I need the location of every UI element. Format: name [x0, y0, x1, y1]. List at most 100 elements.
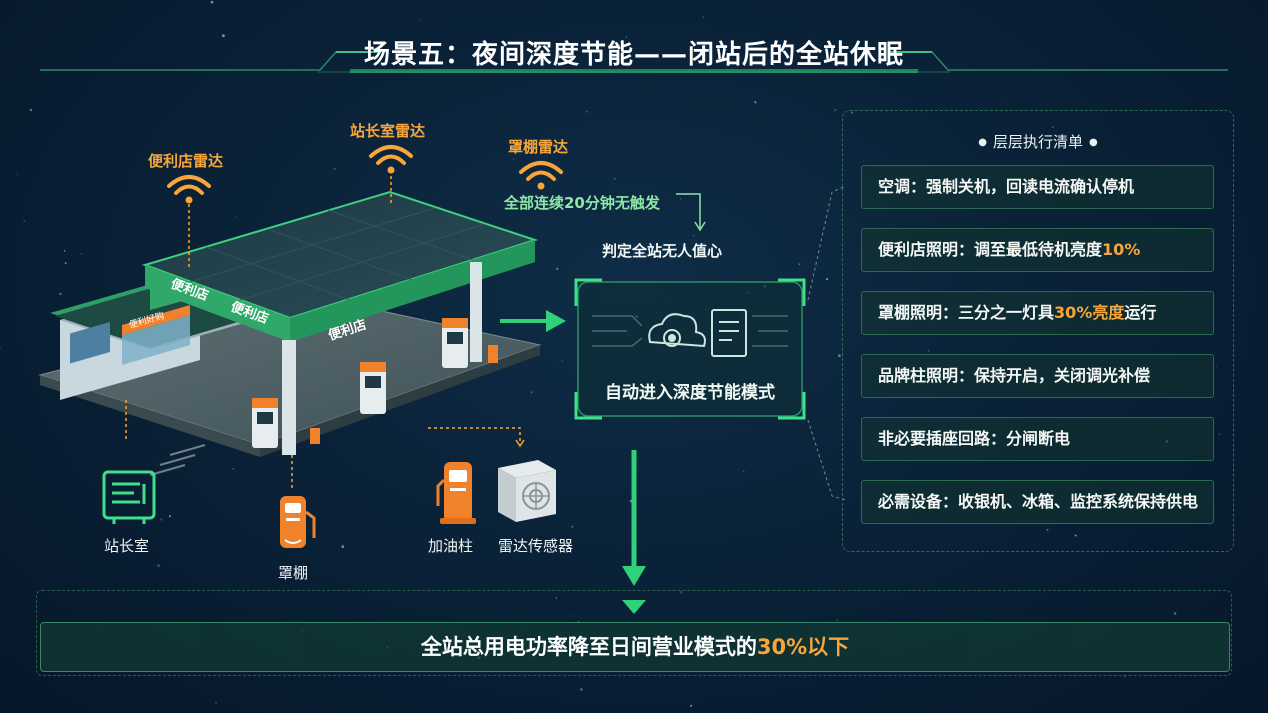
rule-text: 保持开启，关闭调光补偿	[974, 366, 1151, 385]
star	[333, 167, 337, 171]
office-radar-wifi-icon	[369, 145, 413, 174]
star	[168, 515, 171, 518]
rule-text: 强制关机，回读电流确认停机	[926, 177, 1135, 196]
rule-row: 便利店照明：调至最低待机亮度10%	[861, 228, 1214, 272]
star	[235, 216, 237, 218]
star	[585, 110, 588, 113]
rule-separator: ：	[910, 177, 927, 196]
star	[561, 360, 563, 362]
rule-separator: ：	[942, 492, 959, 511]
rule-name: 空调	[878, 177, 911, 196]
rule-separator: ：	[942, 303, 959, 322]
star	[341, 545, 345, 548]
star	[679, 198, 682, 200]
rule-separator: ：	[990, 429, 1007, 448]
rule-row: 品牌柱照明：保持开启，关闭调光补偿	[861, 354, 1214, 398]
star	[29, 108, 33, 112]
rule-row: 必需设备：收银机、冰箱、监控系统保持供电	[861, 480, 1214, 524]
office-label: 站长室	[104, 537, 150, 555]
star	[836, 619, 838, 621]
rule-name: 非必要插座回路	[878, 429, 991, 448]
star	[418, 19, 420, 21]
star	[693, 235, 695, 237]
star	[59, 292, 62, 296]
star	[215, 701, 217, 704]
star	[556, 267, 559, 270]
canopy-radar-wifi-icon	[519, 161, 563, 190]
panel-title-text: 层层执行清单	[992, 133, 1083, 151]
star	[555, 596, 558, 599]
office-radar-label: 站长室雷达	[350, 122, 426, 140]
star	[851, 111, 854, 114]
star	[928, 350, 930, 352]
star	[1074, 534, 1077, 537]
title-decoration	[40, 51, 1228, 73]
store-radar-label: 便利店雷达	[148, 152, 224, 170]
device-connector	[428, 427, 525, 448]
star	[157, 564, 160, 567]
star	[0, 346, 2, 349]
center-box-frame	[574, 278, 806, 420]
rule-name: 罩棚照明	[878, 303, 943, 322]
bottom-frame	[36, 590, 1232, 676]
rule-tail: 运行	[1124, 303, 1157, 322]
star	[1216, 366, 1218, 368]
star	[16, 174, 18, 176]
star	[834, 108, 837, 112]
star	[64, 262, 67, 265]
rule-name: 便利店照明	[878, 240, 959, 259]
star	[1173, 612, 1177, 615]
star	[773, 273, 775, 275]
rule-text: 分闸断电	[1006, 429, 1071, 448]
office-device-icon	[102, 470, 156, 524]
deep-energy-saving-box: 自动进入深度节能模式	[572, 276, 808, 422]
store-radar-wifi-icon	[167, 175, 211, 204]
star	[825, 277, 829, 281]
star	[221, 34, 225, 38]
star	[742, 470, 745, 473]
star	[213, 26, 215, 28]
trigger-condition-label: 全部连续20分钟无触发	[504, 194, 660, 212]
star	[702, 16, 704, 18]
star	[569, 615, 572, 617]
gas-station-illustration: 便利好购 便利店 便利店 便利店	[38, 176, 542, 488]
star	[337, 681, 339, 683]
bullet-icon: ●	[1089, 137, 1098, 148]
star	[512, 158, 515, 161]
rule-row: 非必要插座回路：分闸断电	[861, 417, 1214, 461]
bottom-result-text: 全站总用电功率降至日间营业模式的	[420, 635, 757, 659]
star	[571, 526, 574, 528]
star	[838, 354, 841, 358]
fuel-pump-icon	[436, 462, 476, 524]
bullet-icon: ●	[978, 137, 987, 148]
star	[679, 590, 683, 594]
canopy-label: 罩棚	[278, 564, 309, 582]
star	[1046, 528, 1049, 531]
rule-text: 三分之一灯具	[958, 303, 1055, 322]
execution-checklist-panel: ●层层执行清单● 空调：强制关机，回读电流确认停机便利店照明：调至最低待机亮度1…	[842, 110, 1234, 552]
star	[159, 518, 163, 521]
star	[23, 219, 26, 222]
rule-text: 调至最低待机亮度	[974, 240, 1103, 259]
star	[613, 177, 616, 180]
rule-name: 品牌柱照明	[878, 366, 959, 385]
fuel-pump-label: 加油柱	[428, 537, 474, 555]
rule-name: 必需设备	[878, 492, 943, 511]
panel-title: ● 层层执行清单 ●	[843, 131, 1233, 152]
star	[625, 36, 628, 38]
star	[1133, 404, 1135, 406]
rule-separator: ：	[958, 366, 975, 385]
star	[579, 688, 583, 691]
star	[80, 252, 82, 255]
rule-row: 空调：强制关机，回读电流确认停机	[861, 165, 1214, 209]
star	[530, 391, 533, 394]
rule-row: 罩棚照明：三分之一灯具30%亮度运行	[861, 291, 1214, 335]
document-icon	[711, 309, 747, 357]
center-box-label: 自动进入深度节能模式	[605, 383, 775, 403]
bottom-result-bar: 全站总用电功率降至日间营业模式的30%以下	[40, 622, 1230, 672]
star	[790, 60, 793, 63]
page-title: 场景五：夜间深度节能——闭站后的全站休眠	[363, 40, 904, 70]
bottom-result-highlight: 30%以下	[756, 635, 850, 659]
star	[1051, 126, 1054, 128]
star	[690, 704, 693, 707]
